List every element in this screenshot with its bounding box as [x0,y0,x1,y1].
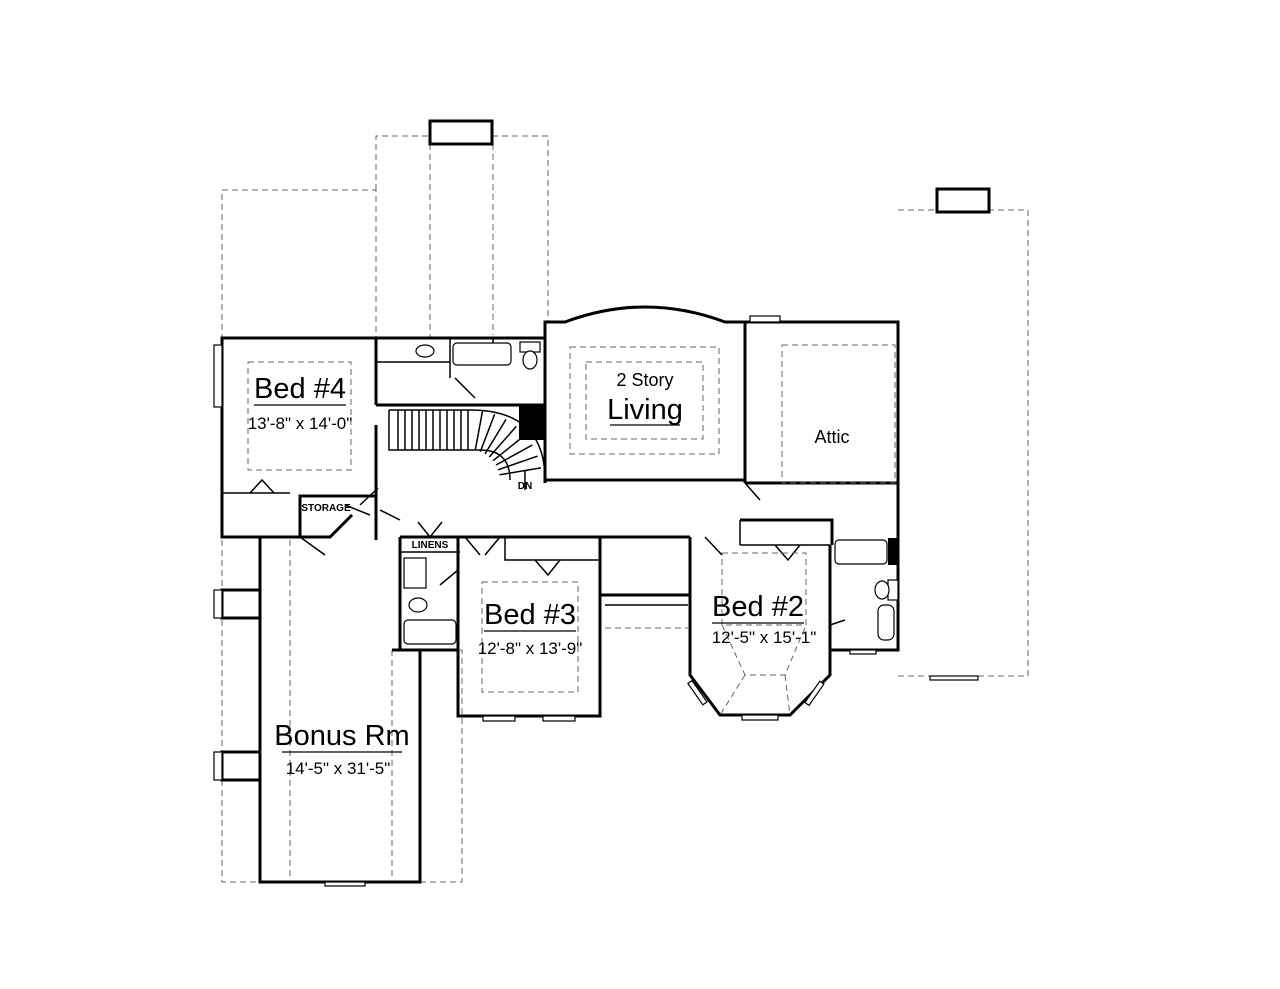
living-room [569,315,781,455]
bed4-name: Bed #4 [254,373,346,405]
bath-left [400,557,459,652]
room-labels: Bed #4 13'-8" x 14'-0" 2 Story Living At… [248,370,850,778]
bonus-name: Bonus Rm [274,720,409,752]
storage-name: STORAGE [301,503,351,514]
stair-tread [484,418,507,455]
chimney-left [428,119,494,146]
linens-closet [398,521,501,650]
stair-tread [474,410,484,451]
stair-tread [497,455,538,471]
bath-top [376,338,545,440]
chimney-right [935,187,991,214]
stair-tread [495,444,533,466]
linens-name: LINENS [412,540,449,551]
stair-tread [488,425,517,458]
bed3-size: 12'-8" x 13'-9" [478,639,583,658]
bed4-size: 13'-8" x 14'-0" [248,414,353,433]
bath-right [829,538,899,655]
stair-tread [492,434,526,462]
bed2-name: Bed #2 [712,591,804,623]
bonus-room [213,588,366,887]
stair-tread [499,467,542,476]
bonus-size: 14'-5" x 31'-5" [286,759,391,778]
bed2-size: 12'-5" x 15'-1" [712,628,817,647]
storage-room [299,504,371,556]
living-line2: Living [607,394,683,426]
stair-tread [479,413,496,453]
stair [388,409,546,490]
attic-name: Attic [814,427,849,447]
bed3-name: Bed #3 [484,599,576,631]
attic-vent [929,675,979,681]
living-line1: 2 Story [616,370,673,390]
bed3-room [456,537,602,722]
stair-label: DN [518,481,532,492]
hall-closet [600,593,690,629]
bed4-room [213,338,378,539]
bed2-room [687,520,832,721]
attic-area [781,344,896,484]
